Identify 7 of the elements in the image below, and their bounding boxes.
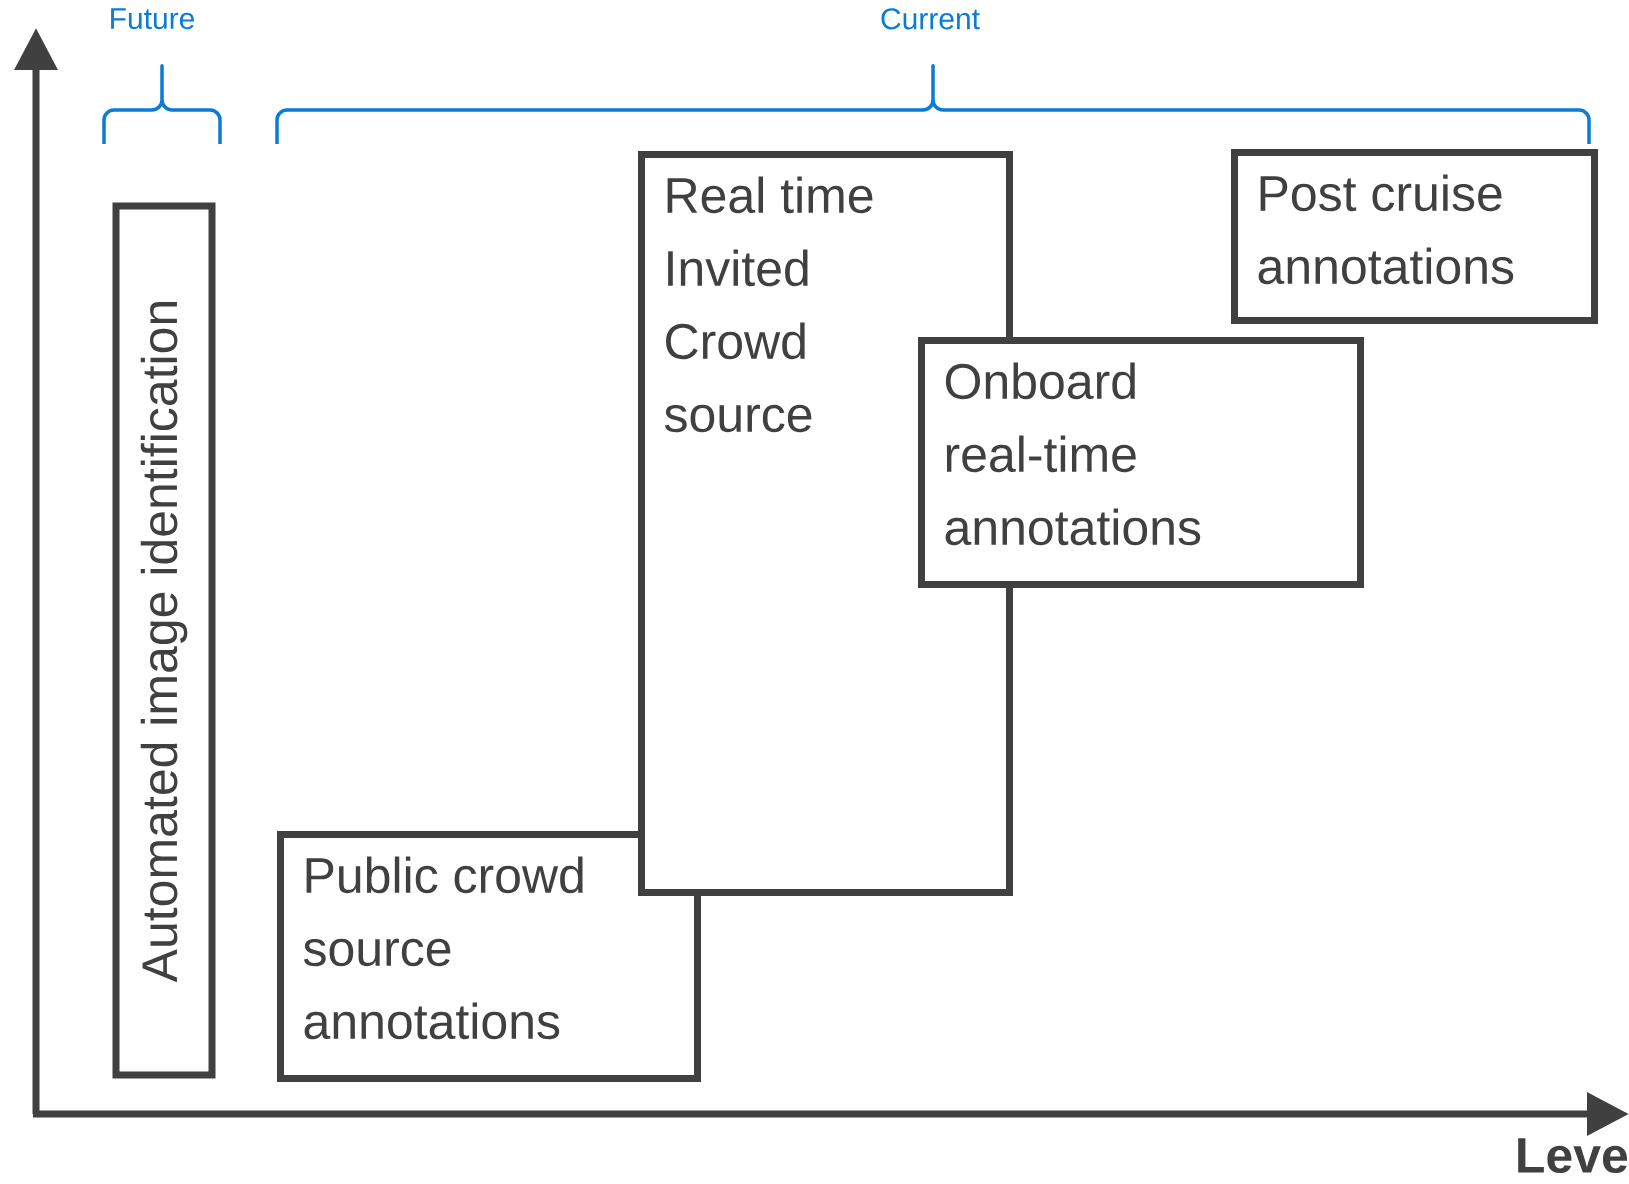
axis-label: Leve bbox=[1518, 1138, 1628, 1174]
text-box: Onboard real-time annotations bbox=[918, 337, 1364, 588]
brace-label: Future bbox=[111, 8, 195, 30]
text-box: Post cruise annotations bbox=[1231, 149, 1598, 324]
text-box: Public crowd source annotations bbox=[277, 831, 701, 1082]
brace-label: Current bbox=[881, 8, 980, 30]
text-box: Automated image identification bbox=[112, 202, 216, 1079]
